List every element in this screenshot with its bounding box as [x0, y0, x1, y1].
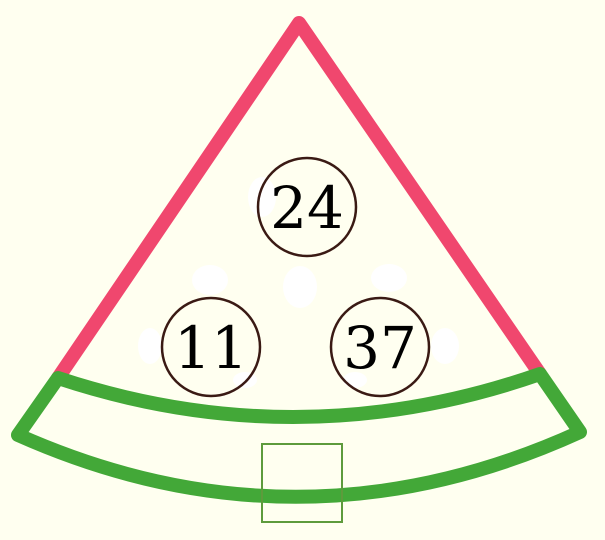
seed-icon — [283, 266, 317, 308]
number-left: 11 — [174, 314, 248, 382]
seed-icon — [138, 328, 162, 364]
seed-icon — [192, 265, 228, 295]
rind-outline — [18, 374, 580, 497]
seed-icon — [431, 328, 459, 364]
number-top: 24 — [270, 174, 344, 242]
answer-box[interactable] — [262, 444, 342, 522]
number-right: 37 — [343, 314, 417, 382]
seed-icon — [371, 264, 407, 292]
watermelon-rind — [18, 374, 580, 497]
number-circle-top: 24 — [258, 158, 356, 256]
number-circle-right: 37 — [331, 298, 429, 396]
number-circle-left: 11 — [162, 298, 260, 396]
